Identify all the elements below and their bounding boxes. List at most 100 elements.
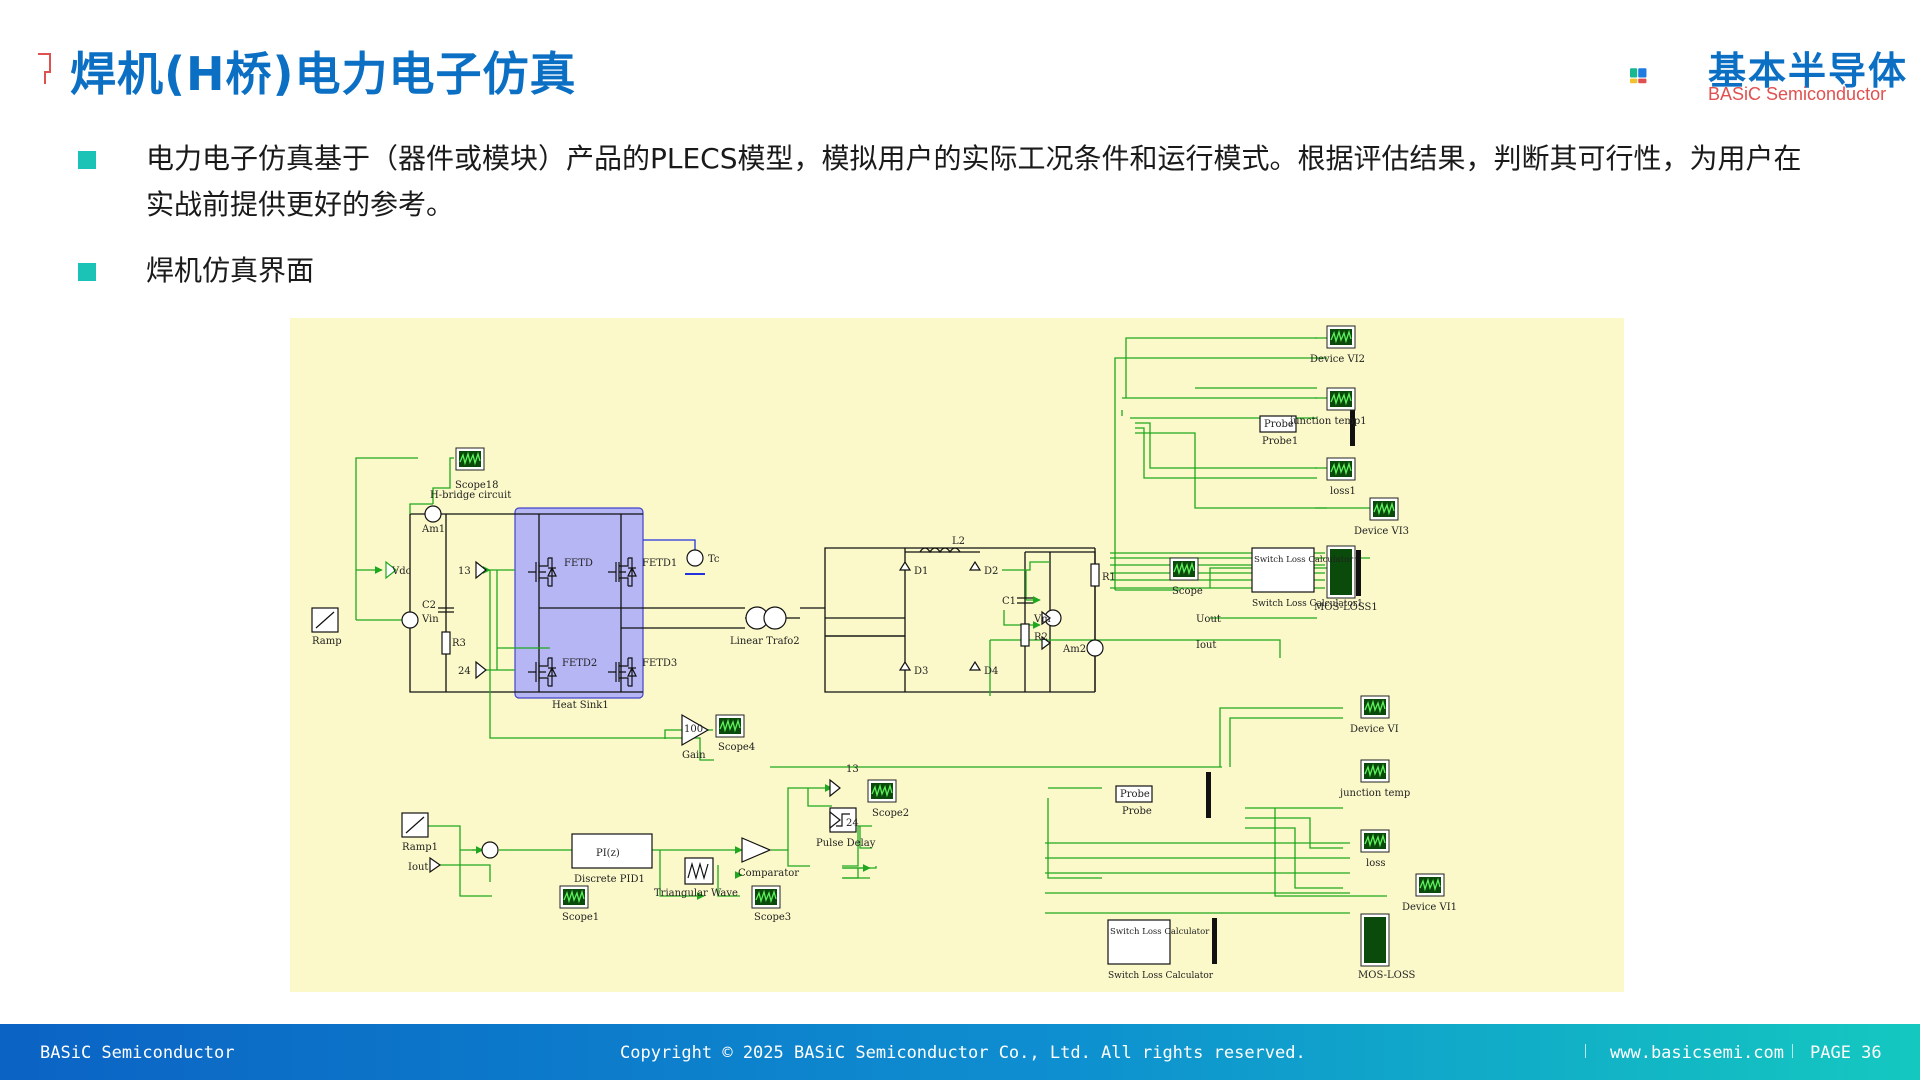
label-gain-value: 100 — [684, 724, 703, 735]
label-probe: Probe — [1122, 806, 1152, 817]
label-iout: Iout — [1196, 640, 1216, 651]
scope-icon — [1169, 557, 1199, 581]
footer-page-number: PAGE 36 — [1810, 1043, 1882, 1063]
ammeter-am1-icon — [424, 505, 442, 523]
label-fetd2: FETD2 — [562, 658, 597, 669]
label-scope4: Scope4 — [718, 742, 755, 753]
label-out24: 24 — [846, 818, 859, 829]
label-am1: Am1 — [421, 524, 445, 535]
label-device-vi: Device VI — [1350, 724, 1399, 735]
signal-wires — [355, 337, 1387, 914]
switch-loss-calculator1-block — [1251, 547, 1315, 593]
label-device-vi3: Device VI3 — [1354, 526, 1409, 537]
footer-website[interactable]: www.basicsemi.com — [1610, 1043, 1784, 1063]
label-slc: Switch Loss Calculator — [1108, 971, 1214, 981]
page-title: 焊机(H桥)电力电子仿真 — [70, 47, 577, 101]
label-am2: Am2 — [1062, 644, 1086, 655]
company-logo-icon — [1630, 68, 1647, 84]
label-comparator: Comparator — [738, 868, 799, 879]
resistor-r2-icon — [1020, 623, 1030, 647]
label-device-vi1: Device VI1 — [1402, 902, 1457, 913]
label-device-vi2: Device VI2 — [1310, 354, 1365, 365]
bullet-text-1: 电力电子仿真基于（器件或模块）产品的PLECS模型，模拟用户的实际工况条件和运行… — [146, 142, 1802, 221]
label-scope: Scope — [1172, 586, 1203, 597]
label-mos-loss: MOS-LOSS — [1358, 970, 1416, 981]
demux-bar-2 — [1356, 550, 1361, 596]
label-slc-block: Switch Loss Calculator — [1110, 927, 1210, 937]
device-vi-scope-icon — [1360, 695, 1390, 719]
heat-sink-region — [514, 507, 644, 699]
label-loss: loss — [1366, 858, 1385, 869]
label-vin: Vin — [421, 614, 439, 625]
label-d3: D3 — [914, 666, 928, 677]
label-probe1-block: Probe — [1264, 419, 1294, 430]
label-trafo: Linear Trafo2 — [730, 636, 800, 647]
label-fetd1: FETD1 — [642, 558, 677, 569]
inductor-l2-icon — [919, 547, 961, 554]
sum-block-icon — [481, 841, 499, 859]
label-ramp1: Ramp1 — [402, 842, 438, 853]
label-fetd: FETD — [564, 558, 593, 569]
label-iout-input: Iout — [408, 862, 428, 873]
label-loss1: loss1 — [1330, 486, 1356, 497]
probe-block — [1115, 785, 1153, 803]
resistor-r1-icon — [1090, 563, 1100, 587]
label-triangular-wave: Triangular Wave — [654, 888, 738, 899]
device-vi2-scope-icon — [1326, 325, 1356, 349]
footer-company: BASiC Semiconductor — [40, 1043, 235, 1063]
footer-copyright: Copyright © 2025 BASiC Semiconductor Co.… — [620, 1043, 1306, 1063]
ammeter-am2-icon — [1086, 639, 1104, 657]
label-r2: R2 — [1034, 632, 1048, 643]
bullet-marker — [78, 151, 96, 169]
label-gain: Gain — [682, 750, 706, 761]
footer-bar: BASiC Semiconductor Copyright © 2025 BAS… — [0, 1024, 1920, 1080]
label-heatsink: Heat Sink1 — [552, 700, 609, 711]
label-d4: D4 — [984, 666, 998, 677]
triangular-wave-block — [684, 857, 714, 885]
label-in24: 24 — [458, 666, 471, 677]
demux-bar-4 — [1212, 918, 1217, 964]
label-junction-temp: junction temp — [1339, 788, 1410, 799]
scope2-icon — [867, 779, 897, 803]
power-wires — [409, 513, 1096, 693]
schematic-canvas: Scope18 H-bridge circuit Am1 Vdc C2 Vin … — [311, 325, 1457, 981]
label-d2: D2 — [984, 566, 998, 577]
scope4-icon — [715, 714, 745, 738]
label-fetd3: FETD3 — [642, 658, 677, 669]
loss-scope-icon — [1360, 829, 1390, 853]
label-vm: Vm — [1033, 614, 1051, 625]
label-junction-temp1: junction temp1 — [1289, 416, 1367, 427]
temperature-probe-icon — [686, 549, 704, 567]
label-l2: L2 — [952, 536, 965, 547]
comparator-block — [741, 837, 772, 863]
scope18-icon — [455, 447, 485, 471]
plecs-schematic: Scope18 H-bridge circuit Am1 Vdc C2 Vin … — [290, 318, 1624, 992]
label-probe-block: Probe — [1120, 789, 1150, 800]
device-vi1-scope-icon — [1415, 873, 1445, 897]
probe1-block — [1259, 415, 1297, 433]
demux-bar-3 — [1206, 772, 1211, 818]
label-probe1: Probe1 — [1262, 436, 1298, 447]
junction-temp1-scope-icon — [1326, 387, 1356, 411]
label-scope2: Scope2 — [872, 808, 909, 819]
label-d1: D1 — [914, 566, 928, 577]
device-vi3-scope-icon — [1369, 497, 1399, 521]
logo-text-cn: 基本半导体 — [1708, 49, 1909, 93]
label-out13: 13 — [846, 764, 859, 775]
scope1-icon — [559, 885, 589, 909]
junction-temp-scope-icon — [1360, 759, 1390, 783]
label-vdc: Vdc — [391, 566, 412, 577]
label-ramp: Ramp — [312, 636, 342, 647]
label-pulse-delay: Pulse Delay — [816, 838, 876, 849]
label-c1: C1 — [1002, 596, 1016, 607]
label-in13: 13 — [458, 566, 471, 577]
switch-loss-calculator-block — [1107, 919, 1171, 965]
label-pid: Discrete PID1 — [574, 874, 645, 885]
label-scope3: Scope3 — [754, 912, 791, 923]
bullet-marker — [78, 263, 96, 281]
title-accent-icon — [38, 53, 51, 84]
label-scope18: Scope18 — [455, 480, 499, 491]
label-tc: Tc — [708, 554, 720, 565]
footer-separator — [1792, 1044, 1793, 1058]
scope3-icon — [751, 885, 781, 909]
